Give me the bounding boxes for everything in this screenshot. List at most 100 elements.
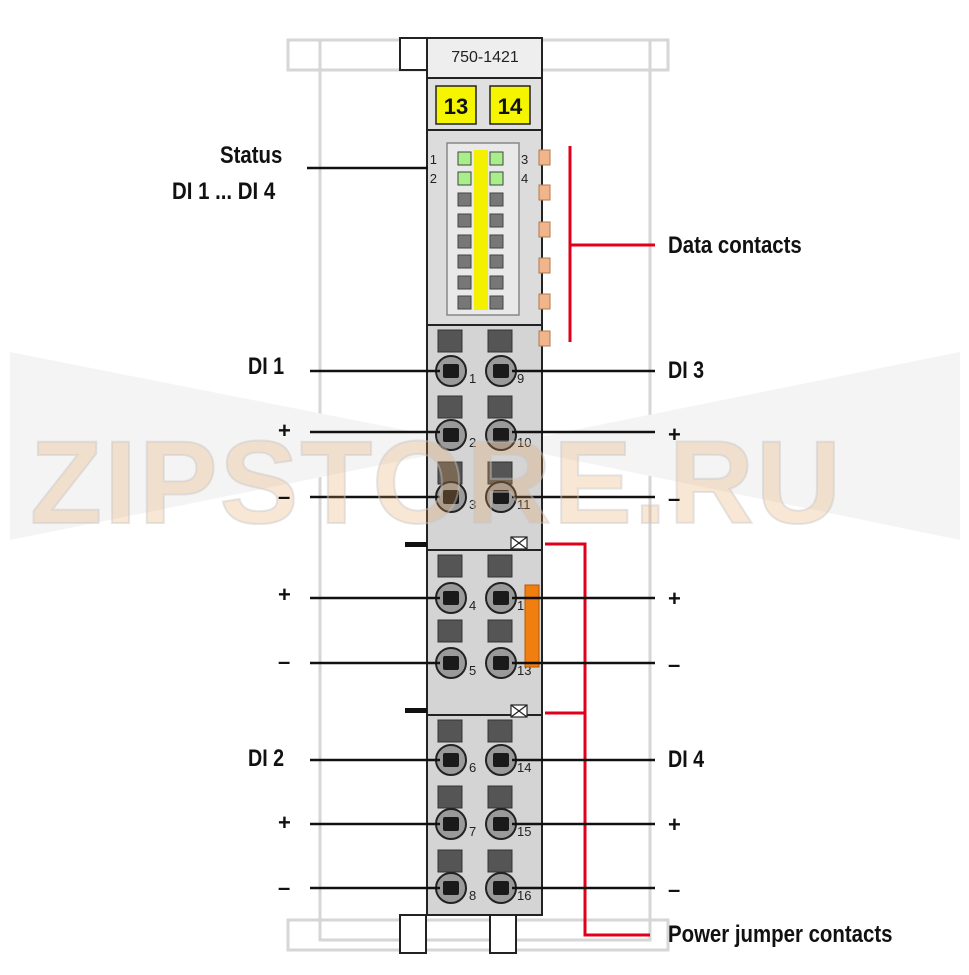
terminal-number-8: 8 [469, 888, 476, 903]
marker-14-box [489, 85, 531, 125]
marker-14-label: 14 [498, 94, 523, 119]
part-number: 750-1421 [451, 49, 519, 66]
led-number-1: 1 [430, 152, 437, 167]
background-triangle-right [500, 352, 960, 540]
terminal-number-16: 16 [517, 888, 531, 903]
clamp-slot-10 [493, 428, 509, 442]
marker-13-label: 13 [444, 94, 468, 119]
release-button-8[interactable] [487, 554, 513, 578]
status-led-5 [457, 192, 472, 207]
clamp-slot-12 [493, 591, 509, 605]
terminal-number-6: 6 [469, 760, 476, 775]
status-label-line2: DI 1 ... DI 4 [172, 178, 276, 205]
terminal-number-15: 15 [517, 824, 531, 839]
status-led-10 [489, 234, 504, 249]
data-contact-6 [538, 330, 551, 347]
release-button-4[interactable] [487, 395, 513, 419]
led-number-4: 4 [521, 171, 528, 186]
clamp-slot-7 [443, 817, 459, 831]
clamp-slot-13 [493, 656, 509, 670]
status-led-6 [489, 192, 504, 207]
release-button-7[interactable] [437, 554, 463, 578]
release-button-10[interactable] [487, 619, 513, 643]
terminal-number-5: 5 [469, 663, 476, 678]
terminal-number-7: 7 [469, 824, 476, 839]
power-jumper-contacts-label: Power jumper contacts [668, 921, 893, 948]
status-led-1 [457, 151, 472, 166]
release-button-11[interactable] [437, 719, 463, 743]
plus-label-right-3: + [668, 812, 681, 837]
status-led-7 [457, 213, 472, 228]
led-number-3: 3 [521, 152, 528, 167]
clamp-slot-16 [493, 881, 509, 895]
clamp-slot-2 [443, 428, 459, 442]
release-button-13[interactable] [437, 785, 463, 809]
clamp-slot-1 [443, 364, 459, 378]
led-number-2: 2 [430, 171, 437, 186]
minus-label-left-2: – [278, 649, 291, 674]
release-button-16[interactable] [487, 849, 513, 873]
data-contacts [538, 149, 551, 347]
status-led-9 [457, 234, 472, 249]
clamp-slot-15 [493, 817, 509, 831]
terminal-number-3: 3 [469, 497, 476, 512]
release-button-9[interactable] [437, 619, 463, 643]
background-triangle [10, 352, 480, 540]
data-contact-3 [538, 221, 551, 238]
data-contact-2 [538, 184, 551, 201]
data-contact-5 [538, 293, 551, 310]
release-button-2[interactable] [487, 329, 513, 353]
release-button-14[interactable] [487, 785, 513, 809]
led-yellow-strip [474, 150, 488, 310]
status-led-3 [457, 171, 472, 186]
plus-label-left-2: + [278, 582, 291, 607]
segment-latch-1 [405, 542, 427, 547]
watermark: ZIPSTORE.RU [29, 416, 844, 550]
terminal-number-11: 11 [517, 497, 531, 512]
status-led-8 [489, 213, 504, 228]
marker-13-box [435, 85, 477, 125]
clamp-slot-14 [493, 753, 509, 767]
black-callout-lines [307, 166, 655, 890]
status-led-14 [489, 275, 504, 290]
status-label-line1: Status [220, 142, 283, 169]
di4-label: DI 4 [668, 746, 705, 773]
terminal-number-4: 4 [469, 598, 476, 613]
jumper-marker-2 [510, 704, 528, 718]
clamp-slot-8 [443, 881, 459, 895]
di3-label: DI 3 [668, 357, 705, 384]
release-button-1[interactable] [437, 329, 463, 353]
terminal-number-14: 14 [517, 760, 531, 775]
data-contact-4 [538, 257, 551, 274]
minus-label-left-1: – [278, 484, 291, 509]
clamp-slot-6 [443, 753, 459, 767]
led-squares [457, 151, 504, 310]
jumper-marker-1 [510, 536, 528, 550]
release-button-15[interactable] [437, 849, 463, 873]
clamp-slot-4 [443, 591, 459, 605]
terminal-number-9: 9 [517, 371, 524, 386]
module-housing [399, 37, 543, 954]
terminal-number-2: 2 [469, 435, 476, 450]
power-jumper-bar [524, 584, 540, 668]
clamp-slot-11 [493, 490, 509, 504]
status-led-2 [489, 151, 504, 166]
red-callouts [545, 146, 655, 937]
di1-label: DI 1 [248, 353, 285, 380]
status-led-16 [489, 295, 504, 310]
status-led-13 [457, 275, 472, 290]
status-led-11 [457, 254, 472, 269]
clamp-slot-3 [443, 490, 459, 504]
terminal-number-10: 10 [517, 435, 531, 450]
release-button-3[interactable] [437, 395, 463, 419]
data-contact-1 [538, 149, 551, 166]
plus-label-right-1: + [668, 422, 681, 447]
segment-latch-2 [405, 708, 427, 713]
minus-label-right-2: – [668, 652, 681, 677]
data-contacts-label: Data contacts [668, 232, 802, 259]
clamp-slot-5 [443, 656, 459, 670]
di2-label: DI 2 [248, 745, 285, 772]
release-button-12[interactable] [487, 719, 513, 743]
